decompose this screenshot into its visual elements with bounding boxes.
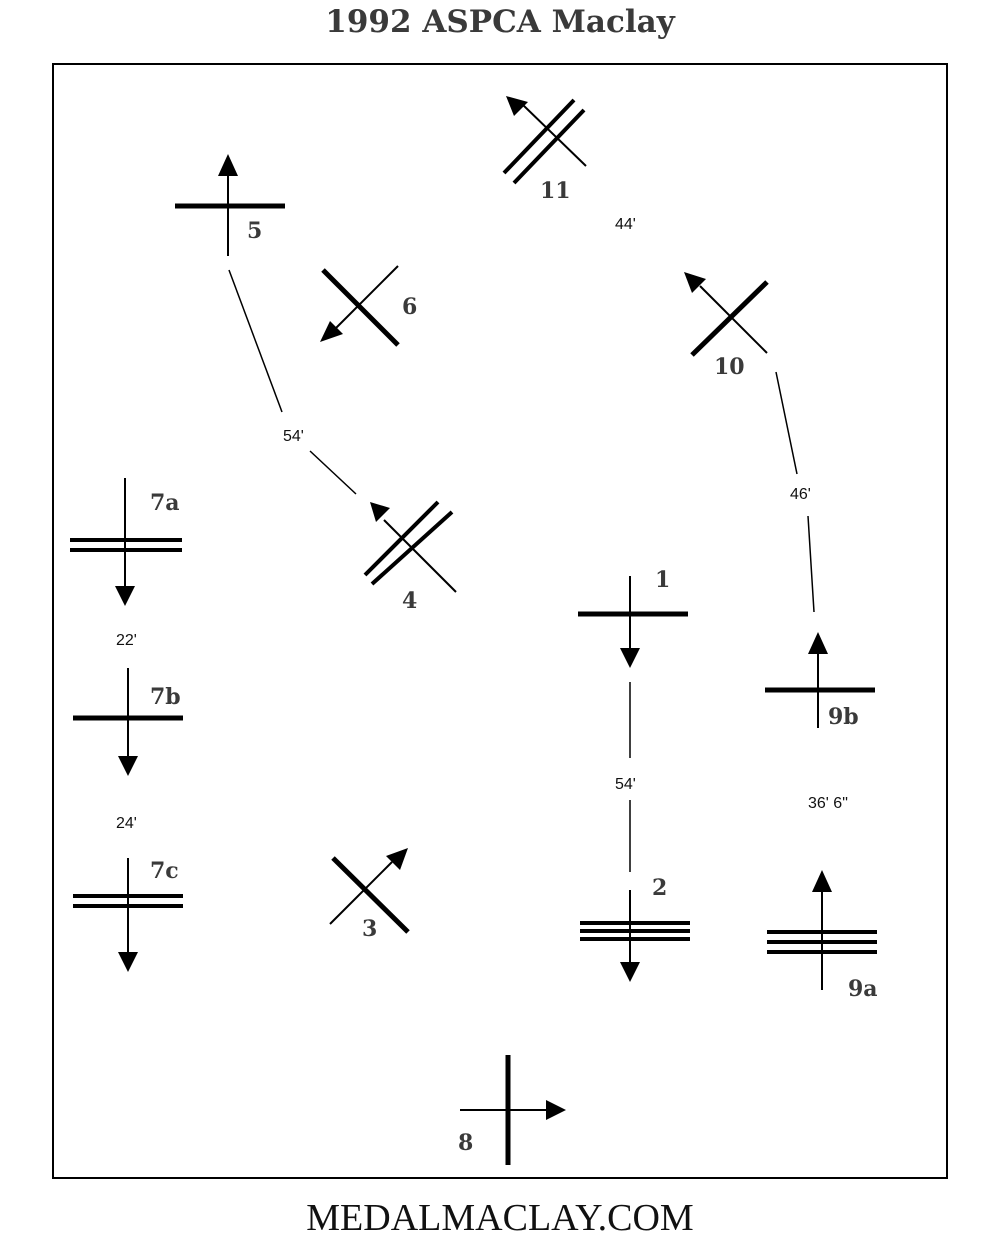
jump-2: 2 [580,875,690,982]
distance-1-2: 54' [615,776,636,793]
jump-1-label: 1 [655,567,670,593]
jump-7b-label: 7b [150,684,181,710]
jump-8-label: 8 [458,1130,473,1156]
jump-11-label: 11 [540,178,571,204]
jump-9b: 9b [765,632,875,730]
jump-7c: 7c [73,858,183,972]
jump-9a: 9a [767,870,878,1002]
jump-3: 3 [329,848,410,942]
distance-7b-7c: 24' [116,815,137,832]
distance-5-4: 54' [283,428,304,445]
jump-7c-label: 7c [150,858,179,884]
track-5-4: 54' [228,269,357,495]
jump-7b: 7b [73,668,183,776]
site-footer: MEDALMACLAY.COM [306,1197,694,1239]
distance-7a-7b: 22' [116,632,137,649]
jump-2-label: 2 [652,875,667,901]
jump-6-label: 6 [402,294,417,320]
jump-5-label: 5 [247,218,262,244]
arena-border [52,63,948,1179]
page-title: 1992 ASPCA Maclay [325,4,675,40]
distance-10-9b: 46' [790,486,811,503]
jump-1: 1 [578,567,688,668]
jump-9b-label: 9b [828,704,859,730]
jump-10-label: 10 [714,354,745,380]
jump-8: 8 [458,1055,566,1165]
jump-9a-label: 9a [848,976,878,1002]
distance-11-10: 44' [615,216,636,233]
track-10-9b: 46' [775,371,815,613]
jump-4-label: 4 [402,588,417,614]
jump-7a-label: 7a [150,490,180,516]
jump-6: 6 [320,265,417,347]
distance-9b-9a: 36' 6" [808,795,848,812]
track-1-2: 54' [615,682,636,872]
jump-10: 10 [684,272,769,380]
jump-7a: 7a [70,478,182,606]
jump-3-label: 3 [362,916,377,942]
jump-4: 4 [363,500,457,614]
jump-5: 5 [175,154,285,256]
jump-11: 11 [502,96,587,204]
